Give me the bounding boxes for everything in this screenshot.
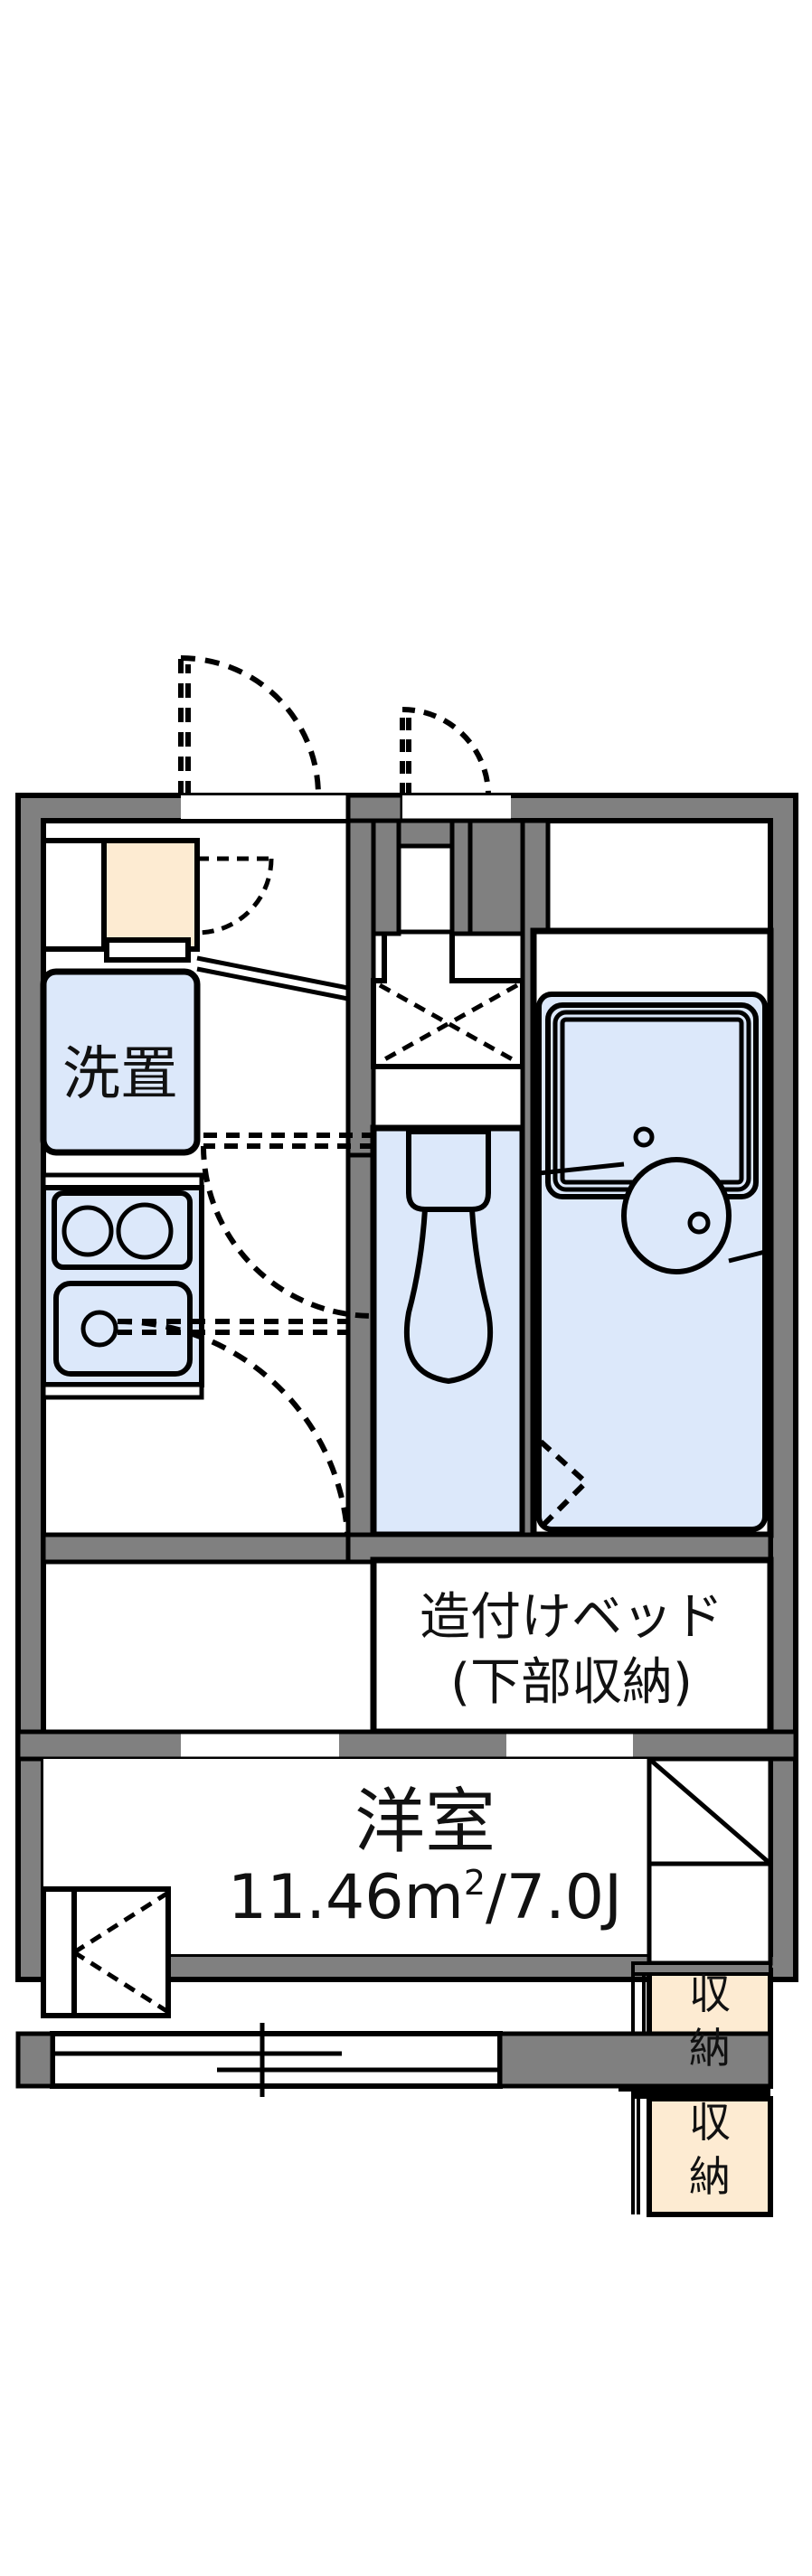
toilet-room (370, 1124, 526, 1538)
burner-left (61, 1205, 114, 1257)
storage-lower-label-a: 収 (689, 2098, 731, 2147)
entrance-area (181, 793, 511, 823)
bottom-wall-right (497, 2031, 773, 2089)
entrance-door[interactable] (178, 655, 321, 796)
basin-counter-right (728, 1249, 766, 1264)
main-room-doorway (181, 1732, 339, 1759)
shoe-box (41, 838, 200, 963)
wall-above-main-room (15, 1729, 798, 1762)
storage-divider (633, 2086, 770, 2099)
bathroom (530, 927, 774, 1538)
storage-upper-label-b: 納 (689, 2024, 731, 2073)
built-in-bed-label-line2: (下部収納) (450, 1653, 693, 1712)
bathtub-drain (633, 1126, 655, 1148)
sink-drain (80, 1310, 118, 1348)
toilet-tank (406, 1129, 491, 1212)
main-room-name: 洋室 (354, 1782, 496, 1863)
storage-upper-header (631, 1961, 772, 1976)
toilet-door[interactable] (201, 1143, 374, 1319)
closet-folding-door[interactable] (41, 1886, 171, 2018)
burner-right (116, 1202, 174, 1260)
storage-upper-label-a: 収 (689, 1970, 731, 2018)
kitchen-sink (53, 1281, 193, 1377)
closet-diagonal (647, 1757, 772, 1866)
room-door[interactable] (117, 1319, 351, 1553)
storage-lower-label-b: 納 (689, 2152, 731, 2201)
bed-opening (506, 1732, 633, 1759)
sliding-window[interactable] (50, 2023, 503, 2097)
bathtub-inner (560, 1017, 744, 1185)
laundry-label: 洗置 (62, 1041, 178, 1108)
basin-drain (687, 1211, 711, 1235)
toilet-bowl (403, 1207, 494, 1385)
storage-lower (647, 2096, 773, 2217)
washing-machine-space (40, 968, 201, 1156)
upper-right-closet (647, 1756, 773, 1966)
bottom-wall-left (15, 2031, 55, 2089)
basin-counter-left (538, 1161, 625, 1176)
wash-basin (621, 1157, 732, 1274)
toilet-sliding-door[interactable] (371, 928, 525, 1069)
wall-under-kitchen (41, 1532, 351, 1565)
secondary-entrance-door[interactable] (400, 707, 491, 796)
kitchen-unit (41, 1172, 204, 1400)
built-in-bed-label-line1: 造付けベッド (420, 1588, 723, 1647)
main-room-area: 11.46m2/7.0J (228, 1862, 622, 1933)
partition-wall-vertical-left (345, 818, 376, 1565)
toilet-alcove-walls (371, 818, 525, 936)
built-in-bed-area (370, 1556, 774, 1735)
shoe-box-door[interactable] (196, 856, 274, 935)
